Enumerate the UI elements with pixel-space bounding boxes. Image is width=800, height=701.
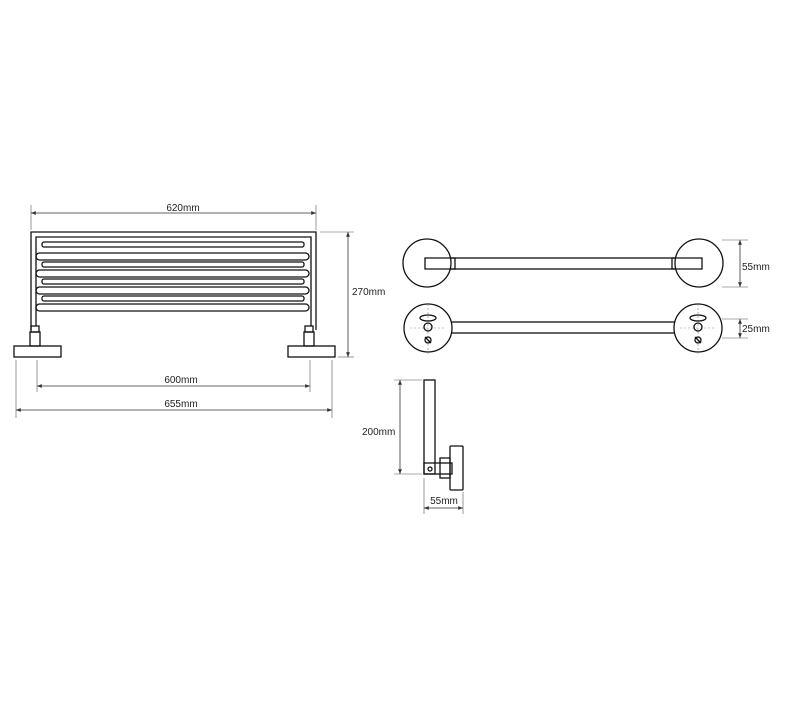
- left-mount-detail: [410, 304, 446, 354]
- side-view: 200mm 55mm: [362, 379, 464, 514]
- left-rosette-top: [402, 238, 452, 288]
- bar-height-label: 25mm: [742, 324, 770, 335]
- bar-front: [447, 321, 677, 334]
- dimension-shelf-width: 620mm: [30, 203, 317, 230]
- dimension-shelf-height: 270mm: [320, 231, 385, 358]
- dimension-side-height: 200mm: [362, 379, 422, 475]
- side-connector: [423, 462, 453, 475]
- shelf-rails: [35, 241, 310, 312]
- dimension-mount-spacing: 600mm: [36, 360, 311, 392]
- right-mount-detail: [680, 304, 716, 354]
- shelf-width-label: 620mm: [166, 203, 199, 214]
- right-rosette-top: [674, 238, 724, 288]
- side-height-label: 200mm: [362, 427, 395, 438]
- shelf-frame-outer: [30, 231, 317, 330]
- side-arm: [423, 379, 436, 475]
- dimension-overall-width: 655mm: [15, 360, 333, 418]
- dimension-bar-depth: 55mm: [722, 239, 770, 288]
- bar-depth-label: 55mm: [742, 262, 770, 273]
- shelf-frame-inner: [35, 236, 312, 326]
- bar-front-view: 25mm: [403, 303, 770, 354]
- front-view: 620mm 270mm 600mm 655mm: [13, 203, 385, 418]
- dimension-bar-height: 25mm: [722, 318, 770, 339]
- side-wall-plate: [449, 445, 464, 491]
- dimension-side-depth: 55mm: [423, 478, 464, 514]
- overall-width-label: 655mm: [164, 399, 197, 410]
- right-wall-mount: [287, 325, 336, 358]
- top-view: 55mm: [402, 238, 770, 288]
- side-depth-label: 55mm: [430, 496, 458, 507]
- left-wall-mount: [13, 325, 62, 358]
- shelf-height-label: 270mm: [352, 287, 385, 298]
- bar-top: [424, 257, 703, 270]
- mount-spacing-label: 600mm: [164, 375, 197, 386]
